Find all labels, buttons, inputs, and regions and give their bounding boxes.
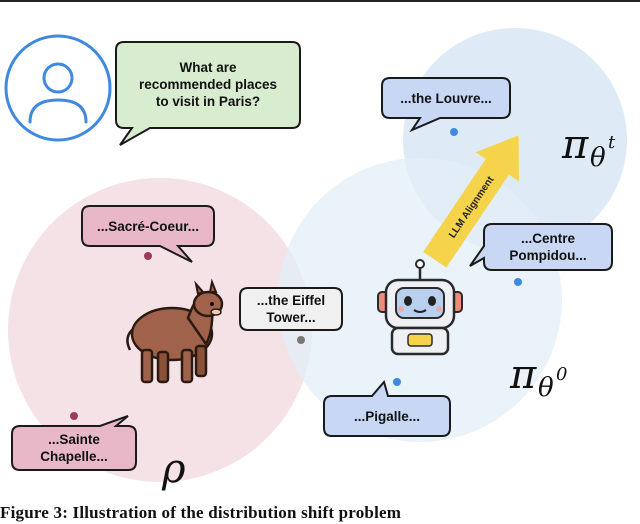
robot-illustration (377, 259, 463, 356)
eiffel-tower-point (297, 336, 305, 344)
louvre-bubble: ...the Louvre... (381, 77, 511, 133)
user-question-line1: What are (179, 60, 237, 75)
user-avatar (4, 34, 112, 142)
figure-caption: Figure 3: Illustration of the distributi… (0, 503, 402, 522)
svg-text:θ: θ (590, 143, 606, 173)
eiffel-tower-bubble: ...the Eiffel Tower... (239, 287, 343, 331)
svg-text:π: π (509, 352, 537, 398)
user-question-line3: to visit in Paris? (156, 94, 260, 109)
top-border (0, 0, 640, 2)
user-head-icon (42, 62, 74, 94)
svg-text:0: 0 (556, 364, 567, 385)
svg-text:π: π (561, 122, 589, 168)
user-body-icon (28, 98, 88, 124)
centre-pompidou-line1: ...Centre (521, 231, 576, 246)
pi-theta-t-label: π θ t (561, 122, 616, 173)
sainte-chapelle-line2: Chapelle... (40, 449, 108, 464)
centre-pompidou-point (514, 278, 522, 286)
pigalle-text: ...Pigalle... (354, 409, 420, 424)
louvre-point (450, 128, 458, 136)
user-question-bubble: What are recommended places to visit in … (115, 41, 301, 146)
svg-text:θ: θ (538, 373, 554, 403)
centre-pompidou-line2: Pompidou... (509, 248, 586, 263)
rho-label: ρ (161, 446, 186, 492)
distribution-shift-diagram: What are recommended places to visit in … (4, 28, 627, 492)
eiffel-tower-line2: Tower... (266, 310, 315, 325)
sacre-coeur-point (144, 252, 152, 260)
sainte-chapelle-bubble: ...Sainte Chapelle... (11, 415, 137, 471)
sainte-chapelle-point (70, 412, 78, 420)
sacre-coeur-bubble: ...Sacré-Coeur... (81, 205, 215, 263)
pigalle-bubble: ...Pigalle... (323, 379, 451, 437)
svg-text:t: t (608, 132, 616, 153)
llama-illustration (126, 278, 224, 384)
sacre-coeur-text: ...Sacré-Coeur... (97, 219, 199, 234)
user-question-line2: recommended places (139, 77, 277, 92)
centre-pompidou-bubble: ...Centre Pompidou... (469, 223, 613, 271)
louvre-text: ...the Louvre... (400, 91, 492, 106)
pi-theta-0-label: π θ 0 (509, 352, 567, 403)
pigalle-point (393, 378, 401, 386)
sainte-chapelle-line1: ...Sainte (48, 432, 100, 447)
eiffel-tower-line1: ...the Eiffel (257, 293, 325, 308)
